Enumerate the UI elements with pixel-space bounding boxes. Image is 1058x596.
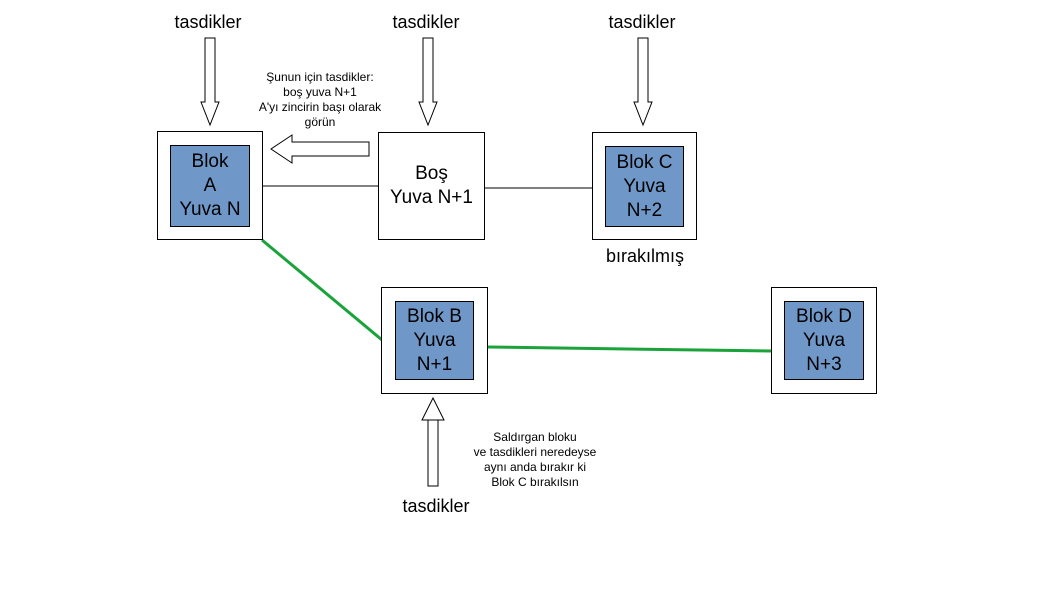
block-c: Blok C Yuva N+2	[605, 146, 684, 227]
block-d-line: N+3	[806, 353, 842, 375]
note-line: ve tasdikleri neredeyse	[473, 445, 597, 459]
block-c-line: N+2	[626, 199, 663, 221]
note-line: Blok C bırakılsın	[491, 475, 579, 489]
block-a: Blok A Yuva N	[170, 145, 250, 227]
empty-slot: Boş Yuva N+1	[378, 132, 485, 240]
block-b-line: Yuva	[413, 329, 456, 351]
left-arrow-icon	[270, 134, 370, 164]
attacker-note: Saldırgan bloku ve tasdikleri neredeyse …	[462, 430, 608, 490]
down-arrow-icon	[418, 37, 438, 127]
block-a-line: Yuva N	[179, 199, 241, 220]
attack-link-b-d	[487, 345, 772, 353]
attestation-note: Şunun için tasdikler: boş yuva N+1 A'yı …	[246, 70, 394, 130]
attestations-label: tasdikler	[608, 12, 676, 32]
attack-link-a-b	[261, 238, 383, 342]
down-arrow-icon	[200, 37, 220, 127]
block-d-line: Blok D	[796, 305, 852, 327]
empty-slot-line: Yuva N+1	[390, 187, 473, 208]
block-b-slot: Blok B Yuva N+1	[381, 287, 488, 394]
note-line: boş yuva N+1	[283, 85, 357, 99]
note-line: görün	[304, 115, 336, 129]
empty-slot-line: Boş	[415, 163, 448, 184]
released-label: bırakılmış	[605, 246, 684, 266]
block-c-line: Yuva	[623, 175, 666, 197]
block-a-line: Blok	[191, 151, 229, 172]
note-line: aynı anda bırakır ki	[483, 460, 587, 474]
up-arrow-icon	[421, 396, 445, 487]
note-line: Saldırgan bloku	[493, 430, 577, 444]
block-d-line: Yuva	[802, 329, 846, 351]
note-line: Şunun için tasdikler:	[266, 70, 374, 84]
block-c-line: Blok C	[616, 151, 673, 173]
block-d-slot: Blok D Yuva N+3	[771, 287, 877, 394]
down-arrow-icon	[633, 37, 653, 127]
attestations-label: tasdikler	[392, 12, 460, 32]
block-b-line: N+1	[416, 353, 453, 375]
block-a-line: A	[203, 175, 217, 196]
block-d: Blok D Yuva N+3	[784, 301, 864, 380]
block-c-slot: Blok C Yuva N+2	[592, 132, 697, 240]
block-b-line: Blok B	[407, 305, 462, 327]
attestations-label: tasdikler	[402, 496, 470, 516]
note-line: A'yı zincirin başı olarak	[258, 100, 382, 114]
attestations-label: tasdikler	[174, 12, 242, 32]
block-b: Blok B Yuva N+1	[395, 301, 474, 380]
block-a-slot: Blok A Yuva N	[157, 131, 263, 240]
